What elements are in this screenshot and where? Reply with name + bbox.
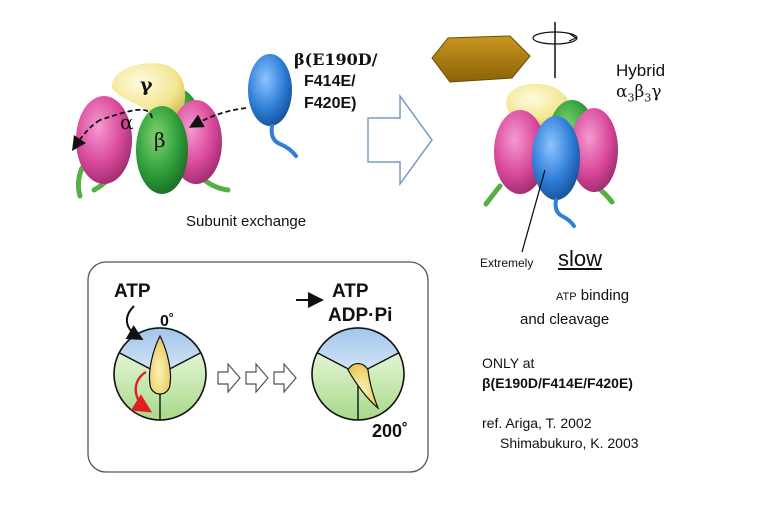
alpha-label: α <box>120 110 134 134</box>
only-at-line2: β(E190D/F414E/F420E) <box>482 375 633 391</box>
hybrid-f1-complex <box>431 22 618 253</box>
slow-note-line3: and cleavage <box>520 311 610 328</box>
ref-line2: Shimabukuro, K. 2003 <box>500 435 639 451</box>
mutant-beta-subunit <box>248 54 298 158</box>
scheme-atp-right: ATP <box>332 281 369 302</box>
formula-alpha-sub: 3 <box>627 91 635 105</box>
formula-beta: β <box>634 82 645 102</box>
slow-note-emphasis: slow <box>558 246 603 271</box>
mutant-label-line1: β(E190D/ <box>294 52 378 69</box>
scheme-atp-left: ATP <box>114 281 151 302</box>
rotation-arrow-red <box>130 370 153 413</box>
only-at-line1: ONLY at <box>482 355 535 371</box>
formula-gamma: γ <box>651 82 662 102</box>
step-arrow-3 <box>273 362 297 394</box>
exchange-out-arrow <box>72 119 101 151</box>
exchange-in-arrow <box>188 107 247 128</box>
hybrid-blue-tail <box>553 198 576 228</box>
left-f1-complex <box>72 63 247 199</box>
gamma-blade-200 <box>347 362 380 410</box>
blue-tail <box>269 124 298 158</box>
beta-label: β <box>154 128 166 152</box>
mutant-beta-body <box>248 54 292 126</box>
scheme-angle-0: 0˚ <box>160 313 175 330</box>
atp-binding-arrow <box>125 305 144 340</box>
rotation-arrowhead <box>568 33 578 42</box>
site-top-sector <box>316 326 400 374</box>
step-arrow-2 <box>245 362 269 394</box>
mutant-label-text: β(E190D/ <box>294 50 378 69</box>
hybrid-title: Hybrid <box>616 61 666 80</box>
ref-line1: ref. Ariga, T. 2002 <box>482 415 592 431</box>
slow-note-atp: ATP <box>556 291 577 303</box>
gamma-subunit <box>111 63 186 118</box>
hybrid-alpha-left <box>494 110 546 194</box>
pointer-line <box>521 169 546 253</box>
transition-arrow <box>367 93 433 187</box>
scheme-adp-pi: ADP·Pi <box>328 305 393 326</box>
exchange-out-path <box>99 108 153 121</box>
catalytic-site-right <box>311 326 405 421</box>
step-arrow-1 <box>217 362 241 394</box>
rotor-probe <box>431 35 531 83</box>
slow-note-line2: ATP binding <box>556 288 629 303</box>
slow-note-binding: binding <box>576 287 630 304</box>
mutant-label-line3: F420E) <box>304 95 357 112</box>
alpha-subunit-left <box>76 96 132 184</box>
green-tail <box>483 183 503 207</box>
scheme-angle-200: 200˚ <box>372 421 409 441</box>
slow-note-prefix: Extremely <box>480 256 534 270</box>
beta-subunit-front <box>136 106 188 194</box>
step-arrows <box>217 362 297 394</box>
subunit-exchange-label: Subunit exchange <box>186 213 307 230</box>
formula-alpha: α <box>616 82 628 102</box>
hybrid-alpha-right <box>570 108 618 192</box>
formula-beta-sub: 3 <box>644 91 652 105</box>
hybrid-formula: α3β3γ <box>616 82 662 105</box>
hybrid-mutant-beta <box>532 116 580 200</box>
gamma-blade-0 <box>148 334 172 395</box>
mutant-label-line2: F414E/ <box>304 73 356 90</box>
green-tail <box>75 165 85 199</box>
catalytic-site-left <box>113 326 207 421</box>
gamma-label: γ <box>140 74 153 96</box>
